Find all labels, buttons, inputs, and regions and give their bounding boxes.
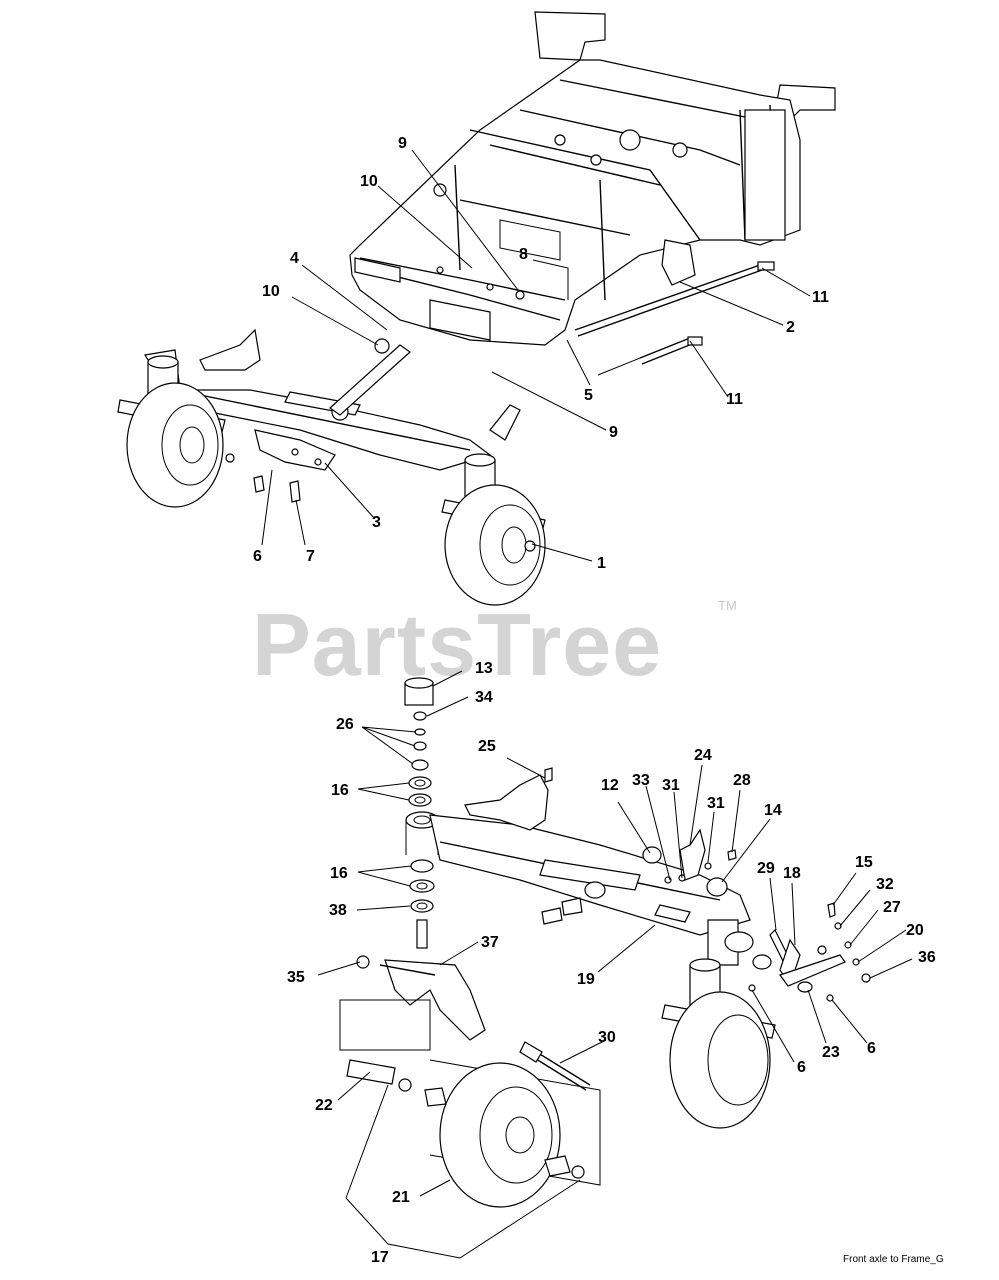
callout-label: 11 (812, 289, 829, 306)
callout-label: 18 (783, 865, 801, 882)
callout-label: 28 (733, 772, 751, 789)
callout-label: 29 (757, 860, 775, 877)
callout-label: 16 (331, 782, 349, 799)
callout-label: 31 (662, 777, 680, 794)
callout-label: 19 (577, 971, 595, 988)
callout-label: 1 (597, 555, 606, 572)
callout-label: 12 (601, 777, 619, 794)
callout-label: 5 (584, 387, 593, 404)
callout-label: 38 (329, 902, 347, 919)
callout-label: 26 (336, 716, 354, 733)
callout-label: 23 (822, 1044, 840, 1061)
callout-label: 22 (315, 1097, 333, 1114)
right-caster-wheel-bottom (661, 958, 776, 1129)
leader-lines (261, 149, 913, 1259)
callout-label: 3 (372, 514, 381, 531)
callout-label: 11 (726, 391, 743, 408)
caster-stack-exploded (356, 677, 486, 1041)
frame-assembly (349, 11, 836, 365)
callout-label: 24 (694, 747, 712, 764)
callout-label: 16 (330, 865, 348, 882)
watermark: PartsTree TM (252, 595, 737, 694)
caster-wheel-exploded (339, 999, 601, 1208)
callout-label: 6 (797, 1059, 806, 1076)
callout-label: 25 (478, 738, 496, 755)
callout-label: 2 (786, 319, 795, 336)
callout-labels: 9 10 8 4 10 11 2 5 11 9 3 6 7 1 13 34 26… (253, 135, 936, 1266)
front-axle-top (144, 328, 521, 503)
callout-label: 15 (855, 854, 873, 871)
callout-label: 10 (262, 283, 280, 300)
callout-label: 35 (287, 969, 305, 986)
callout-label: 33 (632, 772, 650, 789)
watermark-text: PartsTree (252, 595, 662, 694)
callout-label: 30 (598, 1029, 616, 1046)
callout-label: 9 (609, 424, 618, 441)
callout-label: 31 (707, 795, 725, 812)
callout-label: 20 (906, 922, 924, 939)
callout-label: 7 (306, 548, 315, 565)
callout-label: 27 (883, 899, 901, 916)
callout-label: 34 (475, 689, 493, 706)
callout-label: 8 (519, 246, 528, 263)
callout-label: 32 (876, 876, 894, 893)
watermark-tm: TM (718, 598, 737, 613)
callout-label: 14 (764, 802, 782, 819)
callout-label: 36 (918, 949, 936, 966)
callout-label: 6 (253, 548, 262, 565)
figure-caption: Front axle to Frame_G (843, 1254, 944, 1265)
callout-label: 13 (475, 660, 493, 677)
right-caster-wheel-top (441, 453, 546, 606)
callout-label: 9 (398, 135, 407, 152)
callout-label: 37 (481, 934, 499, 951)
callout-label: 4 (290, 250, 299, 267)
callout-label: 6 (867, 1040, 876, 1057)
callout-label: 10 (360, 173, 378, 190)
callout-label: 17 (371, 1249, 389, 1266)
callout-label: 21 (392, 1189, 410, 1206)
left-caster-wheel-top (117, 355, 226, 508)
front-axle-bottom (429, 767, 871, 1002)
